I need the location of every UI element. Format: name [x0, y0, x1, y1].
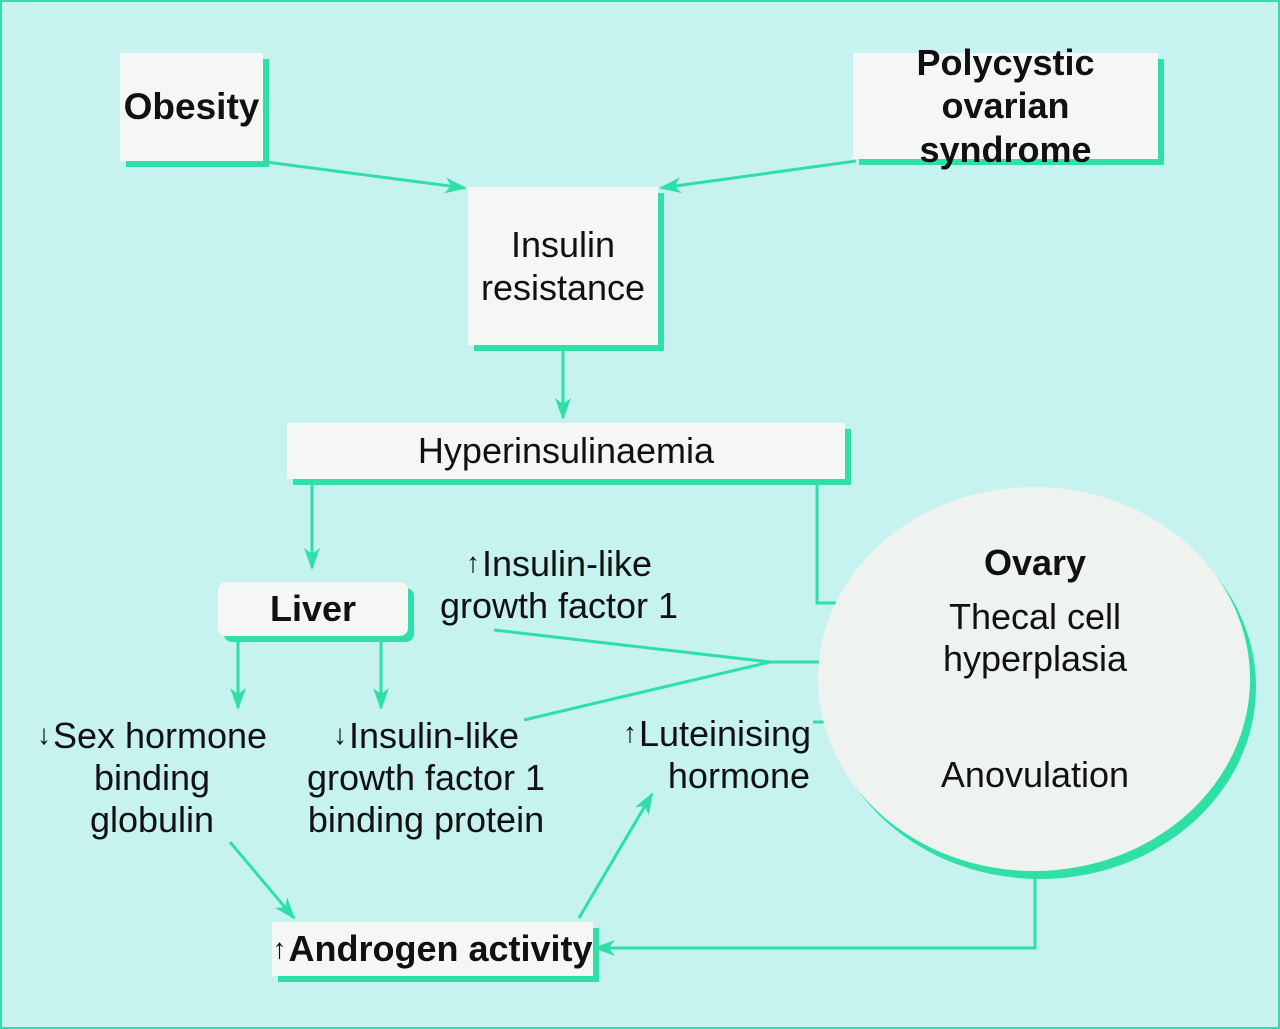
igfbp-line2: growth factor 1: [306, 757, 546, 798]
igf1-arrow-up-icon: ↑: [465, 547, 480, 578]
hyperinsulinaemia-label: Hyperinsulinaemia: [417, 430, 715, 472]
pcos-box: Polycystic ovarian syndrome: [853, 42, 1158, 170]
igfbp-arrow-down-icon: ↓: [332, 719, 347, 750]
insulin-resistance-box: Insulin resistance: [468, 187, 658, 345]
igfbp-label: ↓Insulin-like growth factor 1 binding pr…: [296, 714, 556, 841]
lh-line2: hormone: [667, 755, 810, 796]
ovary-ellipse: [818, 487, 1250, 871]
liver-box: Liver: [218, 582, 408, 636]
liver-label: Liver: [269, 588, 357, 630]
lh-label: ↑Luteinising hormone: [612, 712, 822, 797]
lh-line1: Luteinising: [638, 713, 812, 754]
thecal-line2: hyperplasia: [942, 638, 1128, 679]
shbg-arrow-down-icon: ↓: [36, 719, 51, 750]
androgen-arrow-up-icon: ↑: [272, 933, 287, 965]
igf1-line2: growth factor 1: [439, 585, 679, 626]
pcos-label-line2: ovarian syndrome: [919, 85, 1092, 170]
androgen-activity-box: ↑ Androgen activity: [272, 922, 593, 976]
arrow-shbg-to-androgen: [228, 841, 296, 920]
shbg-line2: binding: [93, 757, 211, 798]
lh-arrow-up-icon: ↑: [622, 717, 637, 748]
insulin-resistance-line2: resistance: [480, 267, 646, 308]
ovary-title: Ovary: [983, 542, 1087, 583]
line-igfbp-to-junction: [523, 660, 771, 722]
thecal-cell-hyperplasia-label: Thecal cell hyperplasia: [920, 596, 1150, 680]
androgen-activity-label: Androgen activity: [288, 928, 593, 970]
igfbp-line3: binding protein: [307, 799, 545, 840]
line-igf1-to-junction: [493, 628, 771, 664]
igf1-label: ↑Insulin-like growth factor 1: [424, 542, 694, 627]
igfbp-line1: Insulin-like: [348, 715, 520, 756]
shbg-line3: globulin: [89, 799, 215, 840]
igf1-line1: Insulin-like: [481, 543, 653, 584]
obesity-label: Obesity: [123, 85, 260, 127]
shbg-label: ↓Sex hormone binding globulin: [22, 714, 282, 841]
arrow-androgen-to-lh: [577, 792, 654, 919]
anovulation-label: Anovulation: [940, 754, 1130, 795]
arrow-pcos-to-insulin-resistance: [659, 159, 857, 194]
hyperinsulinaemia-box: Hyperinsulinaemia: [287, 423, 845, 479]
shbg-line1: Sex hormone: [52, 715, 268, 756]
pcos-label-line1: Polycystic: [916, 42, 1095, 84]
insulin-resistance-line1: Insulin: [510, 223, 616, 265]
arrow-obesity-to-insulin-resistance: [265, 160, 467, 194]
obesity-box: Obesity: [120, 53, 263, 161]
thecal-line1: Thecal cell: [948, 596, 1122, 637]
